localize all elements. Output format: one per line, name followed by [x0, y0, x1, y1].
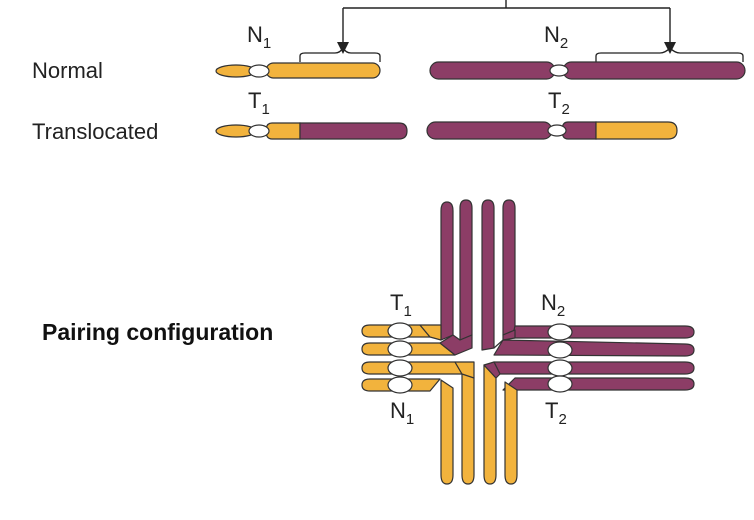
strand-up-2 — [459, 199, 473, 341]
strand-up-4 — [502, 199, 516, 336]
centromere — [387, 322, 413, 340]
strand-up-3 — [481, 199, 495, 351]
pairing-n2-label: N2 — [541, 290, 565, 320]
strand-down-1 — [440, 379, 454, 485]
chromosome-n1-normal — [215, 62, 381, 79]
centromere — [387, 359, 413, 377]
pairing-n1-label: N1 — [390, 398, 414, 428]
strand-down-2 — [461, 369, 475, 485]
exchange-connector — [342, 0, 671, 44]
t2-label: T2 — [548, 88, 570, 118]
centromere — [547, 359, 573, 377]
chromosome-t2-translocated — [426, 121, 678, 140]
strand-down-4 — [504, 381, 518, 485]
strand-right-3 — [493, 361, 695, 375]
translocated-label: Translocated — [32, 119, 158, 144]
centromere — [547, 323, 573, 341]
centromere — [387, 340, 413, 358]
pairing-t2-label: T2 — [545, 398, 567, 428]
centromere — [387, 376, 413, 394]
normal-label: Normal — [32, 58, 103, 83]
pairing-cross — [361, 199, 695, 485]
strand-right-2 — [493, 339, 695, 357]
strand-right-4 — [502, 377, 695, 391]
pairing-title: Pairing configuration — [42, 319, 273, 345]
chromosome-t1-translocated — [215, 122, 408, 140]
brace-n1 — [299, 46, 381, 62]
n2-label: N2 — [544, 22, 568, 52]
t1-label: T1 — [248, 88, 270, 118]
centromere — [547, 341, 573, 359]
centromere — [547, 375, 573, 393]
strand-right-1 — [511, 325, 695, 339]
n1-label: N1 — [247, 22, 271, 52]
strand-up-1 — [440, 201, 454, 341]
strand-down-3 — [483, 364, 497, 485]
pairing-t1-label: T1 — [390, 290, 412, 320]
brace-n2 — [595, 47, 744, 62]
chromosome-n2-normal — [429, 61, 746, 80]
